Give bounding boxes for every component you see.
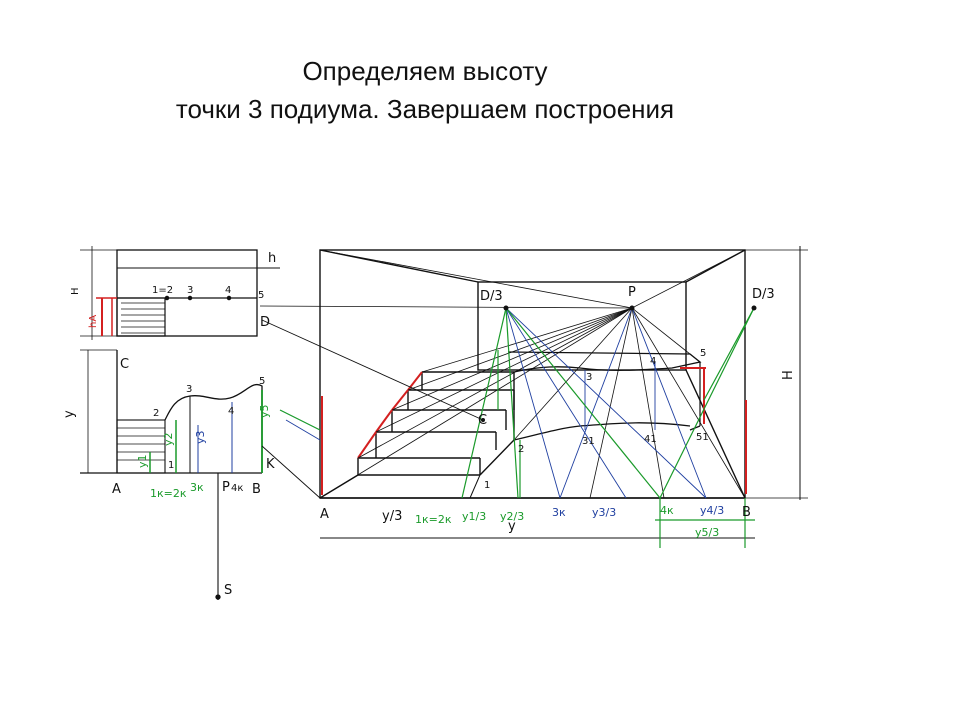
label-y2-3: y2/3: [500, 510, 524, 523]
title-line-2: точки 3 подиума. Завершаем построения: [175, 94, 675, 124]
label-3k-plan: 3к: [190, 481, 204, 494]
label-C-main: C: [478, 413, 487, 428]
label-3-main: 3: [586, 372, 592, 383]
label-y3-plan: y3: [194, 430, 207, 444]
title-line-1: Определяем высоту: [302, 56, 548, 86]
back-wall: [477, 281, 687, 371]
label-y1-3: y1/3: [462, 510, 486, 523]
label-1-2: 1=2: [152, 285, 173, 296]
label-H-small: H: [70, 287, 81, 295]
side-elevation: [80, 246, 280, 340]
label-3-plan: 3: [186, 384, 192, 395]
label-C-plan: C: [120, 357, 129, 372]
label-y3-3: y3/3: [592, 506, 616, 519]
label-P-main: P: [628, 285, 636, 300]
label-1-main: 1: [484, 480, 490, 491]
plan-view: [80, 349, 263, 600]
label-2-main: 2: [518, 444, 524, 455]
label-y5-plan: y5: [258, 404, 271, 418]
elevation-frame: [116, 249, 258, 337]
label-5-main: 5: [700, 348, 706, 359]
room-frame: [319, 249, 746, 499]
label-B-plan: B: [252, 482, 261, 497]
label-B-main: B: [742, 505, 751, 520]
label-y3-dim: y/3: [382, 509, 402, 524]
label-y1-plan: y1: [136, 454, 149, 468]
label-hA: hA: [88, 315, 99, 328]
label-4-elev: 4: [225, 285, 231, 296]
label-31-main: 31: [582, 436, 595, 447]
green-construction: [279, 307, 755, 548]
label-D3-left: D/3: [480, 289, 503, 304]
label-3-elev: 3: [187, 285, 193, 296]
label-y-plan: y: [62, 410, 77, 418]
label-D: D: [260, 315, 270, 330]
label-y5-3: y5/3: [695, 526, 719, 539]
blue-construction: [285, 307, 707, 499]
label-5-plan: 5: [259, 376, 265, 387]
label-51-main: 51: [696, 432, 709, 443]
label-h: h: [268, 251, 276, 266]
label-4k-plan: 4к: [231, 483, 243, 494]
main-perspective: [319, 246, 808, 539]
rays-from-P: [259, 249, 746, 499]
label-3k-main: 3к: [552, 506, 566, 519]
label-41-main: 41: [644, 434, 657, 445]
label-4-plan: 4: [228, 406, 234, 417]
label-S: S: [224, 583, 232, 598]
label-4-main: 4: [650, 356, 656, 367]
label-2-plan: 2: [153, 408, 159, 419]
slide-title: Определяем высоту точки 3 подиума. Завер…: [0, 52, 850, 128]
label-y4-3: y4/3: [700, 504, 724, 517]
label-y2-plan: y2: [162, 432, 175, 446]
transfer-lines: [261, 319, 484, 499]
label-1-plan: 1: [168, 460, 174, 471]
label-H-main: H: [781, 370, 796, 380]
label-D3-right: D/3: [752, 287, 775, 302]
label-5-elev: 5: [258, 290, 264, 301]
label-1k2k-plan: 1к=2к: [150, 487, 187, 500]
key-points: [481, 305, 757, 422]
label-y-dim: y: [508, 519, 516, 534]
label-1k2k-main: 1к=2к: [415, 513, 452, 526]
red-construction: [321, 367, 747, 495]
label-A-plan: A: [112, 482, 121, 497]
label-P-plan: P: [222, 480, 230, 495]
label-A-main: A: [320, 507, 329, 522]
label-K: K: [266, 457, 275, 472]
label-4k-main: 4к: [660, 504, 674, 517]
